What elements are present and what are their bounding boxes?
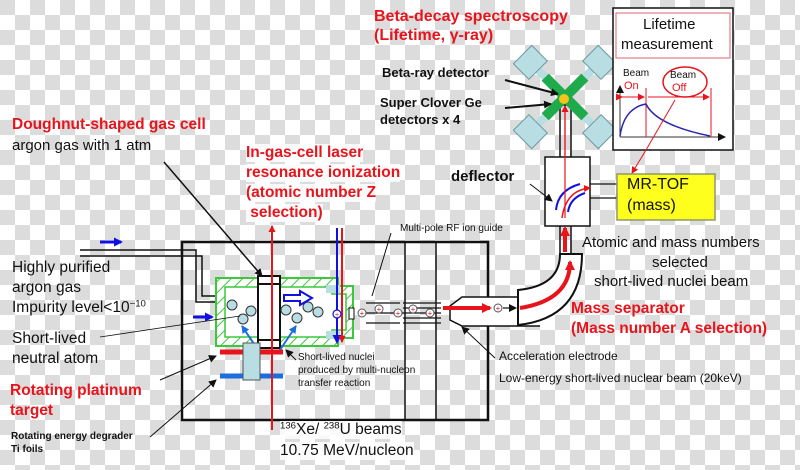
svg-text:+: + <box>428 309 433 318</box>
neutral-atoms <box>226 299 324 325</box>
rotating-target-assembly <box>220 342 283 381</box>
super-clover-label-2: detectors x 4 <box>380 112 461 127</box>
impurity-exponent: −10 <box>129 298 146 310</box>
lifetime-to-mrtof-pointer <box>631 149 647 174</box>
ions-in-guide: + + + + + <box>357 304 435 318</box>
gas-cell-pointer <box>163 161 263 277</box>
selected-beam-label-1: Atomic and mass numbers <box>582 234 760 251</box>
laser-label-2: resonance ionization <box>246 164 401 182</box>
deflector-pointer <box>529 183 553 202</box>
gas-inlet-pipe <box>80 249 215 303</box>
xe-mass-number: 136 <box>280 420 297 432</box>
svg-text:+: + <box>360 309 365 318</box>
mass-separator-label-2: (Mass number A selection) <box>571 320 768 337</box>
nuclei-arrow-right <box>279 325 297 351</box>
super-clover-detectors <box>512 44 618 150</box>
svg-text:+: + <box>496 304 501 313</box>
laser-label-3: (atomic number Z <box>246 184 377 202</box>
selected-beam-label-3: short-lived nuclei beam <box>594 273 749 290</box>
rf-guide-pointer <box>371 232 392 297</box>
main-chamber <box>180 240 490 422</box>
deflector-label: deflector <box>451 168 515 185</box>
platinum-pointer <box>159 355 217 381</box>
laser-label-4: selection) <box>246 204 323 222</box>
beam-on-label-2: On <box>624 80 639 92</box>
mr-tof-label-1: MR-TOF <box>627 176 689 193</box>
accel-pointer <box>461 326 496 359</box>
beam-off-label-2: Off <box>672 82 687 94</box>
exit-aperture <box>348 307 355 320</box>
beta-detector-pointer <box>504 79 559 97</box>
svg-text:+: + <box>411 305 416 314</box>
super-clover-label-1: Super Clover Ge <box>380 95 482 110</box>
impurity-text: Impurity level<10 <box>12 299 130 316</box>
argon-label-1: Highly purified <box>12 259 111 276</box>
rf-guide-label: Multi-pole RF ion guide <box>400 223 503 234</box>
lifetime-title-1: Lifetime <box>643 16 696 33</box>
mass-separator-label-1: Mass separator <box>571 300 685 317</box>
gas-cell-subtitle: argon gas with 1 atm <box>12 137 152 154</box>
acceleration-electrode-label: Acceleration electrode <box>499 349 618 363</box>
low-energy-beam-label: Low-energy short-lived nuclear beam (20k… <box>499 371 742 385</box>
argon-label-3: Impurity level<10−10 <box>12 299 146 317</box>
lifetime-title-2: measurement <box>621 36 713 53</box>
svg-text:+: + <box>396 309 401 318</box>
beta-ray-detector-label: Beta-ray detector <box>382 65 489 80</box>
beta-decay-subtitle: (Lifetime, γ-ray) <box>374 27 494 44</box>
xe-label: Xe/ <box>296 421 324 438</box>
selected-beam-label-2: selected <box>652 254 708 271</box>
platinum-target-label-2: target <box>10 402 54 419</box>
platinum-target-label-1: Rotating platinum <box>10 382 142 399</box>
clover-pointer <box>504 100 552 109</box>
beam-on-label-1: Beam <box>623 68 650 79</box>
nuclei-label-2: produced by multi-nucleon <box>298 365 416 376</box>
gas-cell-title: Doughnut-shaped gas cell <box>12 116 206 133</box>
nuclei-label-1: Short-lived nuclei <box>298 352 375 363</box>
primary-beams-label: 136Xe/ 238U beams <box>280 421 402 439</box>
neutral-atom-label-2: neutral atom <box>12 350 99 367</box>
beam-energy-label: 10.75 MeV/nucleon <box>280 442 414 460</box>
beta-ray-detector-icon <box>559 94 569 104</box>
u-mass-number: 238 <box>323 420 340 432</box>
neutral-atom-pointer <box>99 315 241 338</box>
ion: + <box>332 309 342 319</box>
ion-accelerated: + <box>493 303 503 313</box>
beta-decay-title: Beta-decay spectroscopy <box>374 8 568 25</box>
nuclei-pointer <box>285 349 297 361</box>
mr-tof-box <box>616 173 716 221</box>
svg-text:+: + <box>335 312 339 319</box>
mass-separator-magnet <box>517 253 584 327</box>
neutral-atom-label-1: Short-lived <box>12 330 87 347</box>
svg-text:+: + <box>377 305 382 314</box>
laser-label-1: In-gas-cell laser <box>246 144 364 162</box>
degrader-label-2: Ti foils <box>11 444 44 455</box>
beam-off-label-1: Beam <box>670 70 697 81</box>
target-window <box>257 275 281 349</box>
degrader-label-1: Rotating energy degrader <box>11 431 133 442</box>
extraction-flow-arrow <box>283 289 314 307</box>
lifetime-panel <box>612 7 734 151</box>
deflector-box <box>544 100 618 227</box>
u-beams-label: U beams <box>339 421 402 438</box>
degrader-pointer <box>149 379 217 438</box>
mr-tof-label-2: (mass) <box>627 197 676 214</box>
separated-beam-arrow <box>519 260 575 310</box>
nuclei-label-3: transfer reaction <box>298 378 371 389</box>
argon-label-2: argon gas <box>12 279 81 296</box>
